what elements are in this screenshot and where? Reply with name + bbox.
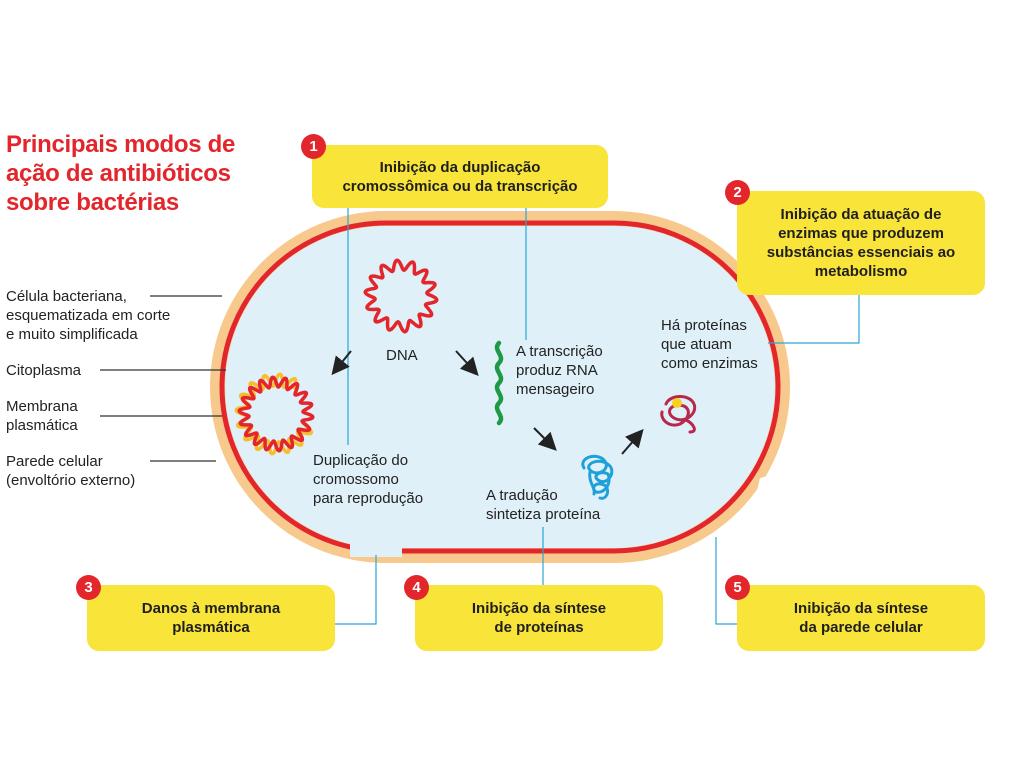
- badge-3: 3: [76, 575, 101, 600]
- process-arrows: [331, 350, 644, 455]
- label-line: que atuam: [661, 336, 732, 353]
- cytoplasm: [225, 226, 775, 548]
- box-4: Inibição da síntese de proteínas: [415, 585, 663, 651]
- badge-2: 2: [725, 180, 750, 205]
- label-line: A tradução: [486, 487, 558, 504]
- label-duplication: Duplicação do cromossomo para reprodução: [313, 451, 423, 508]
- box-line: Inibição da duplicação: [379, 158, 541, 176]
- badge-4: 4: [404, 575, 429, 600]
- label-line: como enzimas: [661, 355, 758, 372]
- box-line: cromossômica ou da transcrição: [342, 177, 578, 195]
- mrna-strand: [494, 340, 504, 426]
- protein-scribble: [581, 454, 614, 500]
- box-2: Inibição da atuação de enzimas que produ…: [737, 191, 985, 295]
- box-1: Inibição da duplicação cromossômica ou d…: [312, 145, 608, 208]
- diagram-title: Principais modos de ação de antibióticos…: [6, 130, 235, 217]
- box-line: metabolismo: [814, 263, 908, 280]
- label-line: Membrana: [6, 398, 78, 415]
- label-line: Citoplasma: [6, 362, 82, 379]
- label-translation: A tradução sintetiza proteína: [486, 486, 600, 524]
- badge-1: 1: [301, 134, 326, 159]
- duplicating-strand-yellow: [234, 372, 314, 456]
- dna-chromosome: [363, 258, 439, 334]
- title-line: Principais modos de: [6, 131, 236, 158]
- label-line: Duplicação do: [313, 452, 409, 469]
- box-3: Danos à membrana plasmática: [87, 585, 335, 651]
- box-line: Danos à membrana: [141, 600, 281, 617]
- label-line: plasmática: [6, 417, 78, 434]
- box-5: Inibição da síntese da parede celular: [737, 585, 985, 651]
- title-line: ação de antibióticos: [6, 160, 231, 187]
- label-line: DNA: [386, 347, 418, 364]
- plasma-membrane: [219, 220, 781, 554]
- label-line: A transcrição: [516, 343, 603, 360]
- label-cytoplasm: Citoplasma: [6, 361, 81, 380]
- box-line: Inibição da síntese: [793, 600, 929, 617]
- box-line: substâncias essenciais ao: [766, 244, 956, 261]
- label-line: e muito simplificada: [6, 326, 138, 343]
- title-line: sobre bactérias: [6, 189, 179, 216]
- label-cell: Célula bacteriana, esquematizada em cort…: [6, 287, 170, 344]
- label-line: Célula bacteriana,: [6, 288, 127, 305]
- box-line: Inibição da atuação de: [780, 206, 942, 223]
- label-membrane: Membrana plasmática: [6, 397, 78, 435]
- label-wall: Parede celular (envoltório externo): [6, 452, 135, 490]
- label-dna: DNA: [386, 346, 418, 365]
- badge-5: 5: [725, 575, 750, 600]
- box-line: da parede celular: [799, 619, 923, 636]
- label-line: sintetiza proteína: [486, 506, 601, 523]
- box-line: enzimas que produzem: [778, 225, 944, 242]
- label-line: para reprodução: [313, 490, 424, 507]
- box-line: Inibição da síntese: [471, 600, 607, 617]
- box-leaders: [335, 208, 860, 625]
- membrane-damage-gap: [350, 543, 402, 557]
- duplicating-strand-red: [237, 375, 315, 453]
- label-line: Parede celular: [6, 453, 103, 470]
- label-line: produz RNA: [516, 362, 598, 379]
- label-line: cromossomo: [313, 471, 399, 488]
- label-transcription: A transcrição produz RNA mensageiro: [516, 342, 603, 399]
- side-leaders: [100, 295, 226, 462]
- label-enzymes: Há proteínas que atuam como enzimas: [661, 316, 758, 373]
- box-line: plasmática: [172, 619, 250, 636]
- enzyme: [660, 395, 697, 434]
- wall-damage-gap: [752, 470, 790, 512]
- label-line: Há proteínas: [661, 317, 747, 334]
- label-line: mensageiro: [516, 381, 595, 398]
- box-line: de proteínas: [494, 619, 584, 636]
- label-line: esquematizada em corte: [6, 307, 171, 324]
- label-line: (envoltório externo): [6, 472, 136, 489]
